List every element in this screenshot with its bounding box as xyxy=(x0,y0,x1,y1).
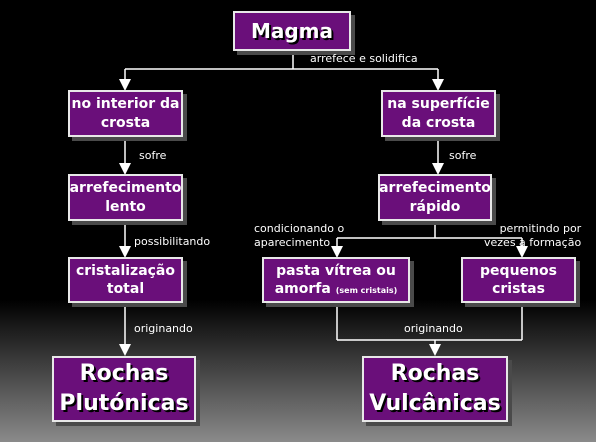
node-rapido-line2: rápido xyxy=(409,198,461,215)
node-pasta-amorfa: amorfa xyxy=(274,281,331,297)
edge-label-condicionando: condicionando o aparecimento xyxy=(254,222,344,250)
edge-permitindo-line1: permitindo por xyxy=(499,222,582,235)
node-lento-line2: lento xyxy=(105,198,146,215)
node-plutonicas-line2: Plutónicas xyxy=(59,391,189,416)
node-superficie-crosta: na superfície da crosta xyxy=(381,90,496,137)
node-cristalizacao-line2: total xyxy=(106,281,145,297)
node-interior-line2: crosta xyxy=(100,114,151,131)
node-pasta-line2: amorfa (sem cristais) xyxy=(275,280,398,298)
edge-label-arrefece: arrefece e solidifica xyxy=(310,52,418,65)
edge-label-left-sofre: sofre xyxy=(139,149,167,162)
edge-condicionando-line1: condicionando o xyxy=(254,222,345,235)
node-pequenos-line1: pequenos xyxy=(480,262,557,279)
edge-label-possibilitando: possibilitando xyxy=(134,235,211,248)
node-cristalizacao-total: cristalização total xyxy=(68,257,183,303)
node-rapido-line1: arrefecimento xyxy=(379,180,491,197)
node-superficie-line2: da crosta xyxy=(401,114,476,131)
node-arrefecimento-lento: arrefecimento lento xyxy=(68,174,183,221)
node-vulcanicas-line1: Rochas xyxy=(390,361,480,387)
edge-permitindo-line2: vezes a formação xyxy=(484,235,582,249)
node-interior-line1: no interior da xyxy=(71,96,180,113)
node-plutonicas-line1: Rochas xyxy=(79,361,169,387)
node-pequenos-line2: cristas xyxy=(492,281,545,297)
node-vulcanicas-line2: Vulcânicas xyxy=(369,391,501,416)
node-rochas-vulcanicas: Rochas Vulcânicas xyxy=(362,356,508,422)
node-pasta-sem-cristais: (sem cristais) xyxy=(335,286,398,295)
edge-label-permitindo: permitindo por vezes a formação xyxy=(484,222,581,250)
edge-label-right-originando: originando xyxy=(404,322,463,335)
node-pequenos-cristas: pequenos cristas xyxy=(461,257,576,303)
edge-label-left-originando: originando xyxy=(134,322,193,335)
node-interior-crosta: no interior da crosta xyxy=(68,90,183,137)
node-lento-line1: arrefecimento xyxy=(69,180,182,197)
edge-condicionando-line2: aparecimento xyxy=(254,235,331,249)
node-magma-label: Magma xyxy=(250,19,334,43)
edge-label-right-sofre: sofre xyxy=(449,149,477,162)
node-cristalizacao-line1: cristalização xyxy=(75,262,176,279)
node-pasta-vitrea: pasta vítrea ou amorfa (sem cristais) xyxy=(262,257,410,303)
node-pasta-line1: pasta vítrea ou xyxy=(276,262,396,279)
node-magma: Magma xyxy=(233,11,351,51)
node-superficie-line1: na superfície xyxy=(387,96,490,113)
node-arrefecimento-rapido: arrefecimento rápido xyxy=(378,174,492,221)
node-rochas-plutonicas: Rochas Plutónicas xyxy=(52,356,196,422)
